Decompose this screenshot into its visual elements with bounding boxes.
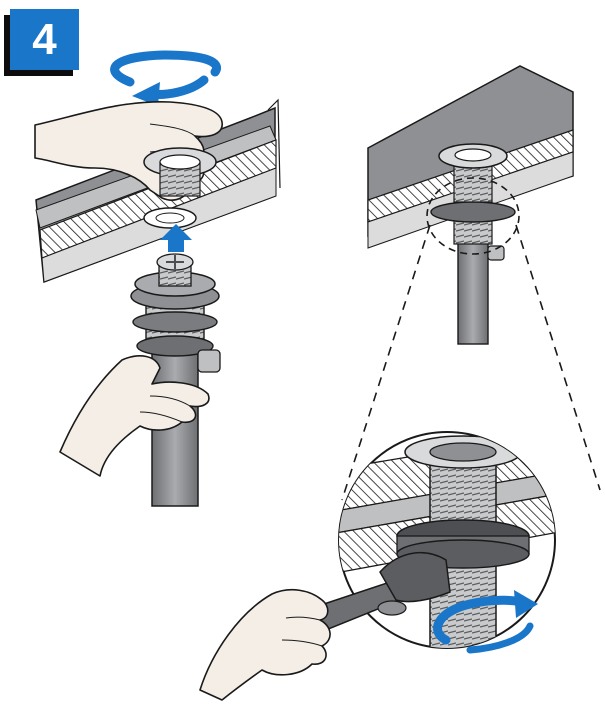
step-badge: 4: [10, 9, 79, 70]
rotate-arrow-icon: [110, 50, 221, 106]
hand-icon: [199, 588, 331, 701]
drain-flange-icon: [430, 143, 516, 345]
wrench-icon: [298, 552, 451, 635]
left-panel: [34, 50, 281, 507]
up-arrow-icon: [160, 224, 192, 252]
gasket-icon: [143, 207, 197, 229]
rotate-arrow-icon: [433, 590, 538, 654]
drain-flange-icon: [143, 147, 217, 197]
zoom-magnifier-icon: [341, 177, 601, 501]
hand-icon: [59, 355, 210, 477]
zoom-detail: [338, 431, 556, 649]
step-number: 4: [32, 15, 57, 64]
right-panel: [199, 65, 601, 701]
